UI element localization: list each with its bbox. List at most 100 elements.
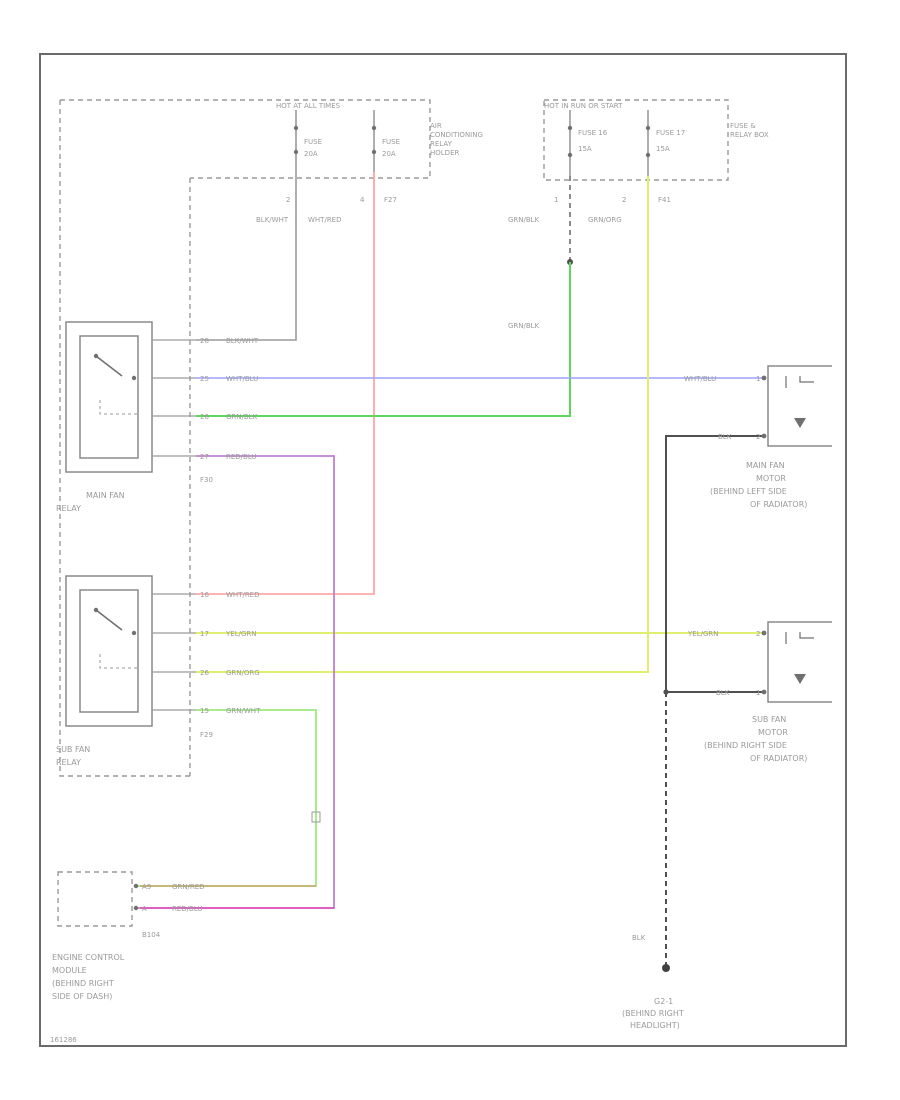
fuse-a-label: FUSE: [304, 138, 322, 146]
main-relay-connector-f30: F30: [200, 476, 213, 484]
ac-holder-line2: CONDITIONING: [430, 131, 483, 139]
main-relay-pin-25: 25: [200, 375, 209, 383]
main-relay-outline: [65, 321, 153, 473]
fuse-b-rating: 20A: [382, 150, 396, 158]
sub-motor-terminal-2: [761, 630, 767, 636]
sub-motor-pin-1: 1: [756, 689, 760, 697]
fuse-17-terminal-top: [645, 125, 651, 131]
conn-f41: F41: [658, 196, 671, 204]
wire-label-grn-org: GRN/ORG: [588, 216, 622, 224]
ac-holder-line4: HOLDER: [430, 149, 459, 157]
main-relay-pin-27: 27: [200, 453, 209, 461]
main-motor-wire-blk: BLK: [718, 433, 732, 441]
sub-relay-pin-15: 15: [200, 707, 209, 715]
main-motor-wire-wht-blu: WHT/BLU: [684, 375, 716, 383]
sub-relay-wire-16: WHT/RED: [226, 591, 260, 599]
main-relay-switch-contact: [131, 375, 137, 381]
wire-wht-red: [196, 172, 375, 595]
ecm-name-line4: SIDE OF DASH): [52, 992, 112, 1001]
main-relay-switch: [95, 355, 123, 377]
pin-2b: 2: [622, 196, 626, 204]
ecm-wire-red-blu: RED/BLU: [172, 905, 203, 913]
pin-4a: 4: [360, 196, 365, 204]
wire-red-blu: [136, 455, 335, 909]
ecm-name-line2: MODULE: [52, 966, 87, 975]
main-relay-coil-link: [99, 400, 138, 415]
main-fan-relay: 28 BLK/WHT 25 WHT/BLU 26 GRN/BLK 27 RED/…: [56, 321, 259, 513]
ecm-outline: [57, 871, 133, 927]
ac-holder-line1: AIR: [430, 122, 442, 130]
fuse-17-terminal-bottom: [645, 152, 651, 158]
fuse-a-rating: 20A: [304, 150, 318, 158]
fuse-relay-box: HOT IN RUN OR START FUSE & RELAY BOX FUS…: [508, 99, 769, 330]
fuse-relay-box-line2: RELAY BOX: [730, 131, 769, 139]
main-motor-terminal-1: [761, 375, 767, 381]
wire-label-wht-red: WHT/RED: [308, 216, 342, 224]
main-relay-pin-28: 28: [200, 337, 209, 345]
main-relay-wire-26: GRN/BLK: [226, 413, 258, 421]
wire-label-grn-blk: GRN/BLK: [508, 216, 540, 224]
main-motor-pin-2: 2: [756, 433, 760, 441]
fuse-a-terminal-top: [293, 125, 299, 131]
sub-motor-name-line2: MOTOR: [758, 728, 788, 737]
wire-label-grn-blk-splice: GRN/BLK: [508, 322, 540, 330]
main-motor-name-line2: MOTOR: [756, 474, 786, 483]
hot-in-run-label: HOT IN RUN OR START: [544, 102, 623, 110]
main-relay-inner: [79, 335, 139, 459]
main-relay-switch-pivot: [93, 353, 99, 359]
ground-point: [662, 964, 670, 972]
main-motor-terminal-2: [761, 433, 767, 439]
ecm-terminal-a9: [133, 883, 139, 889]
wire-grn-blk: [196, 262, 571, 417]
sub-fan-motor: YEL/GRN 2 BLK 1 SUB FAN MOTOR (BEHIND RI…: [687, 621, 832, 763]
main-fan-motor: WHT/BLU 1 BLK 2 MAIN FAN MOTOR (BEHIND L…: [684, 365, 832, 509]
main-motor-body: [767, 365, 832, 447]
main-relay-name-line2: RELAY: [56, 504, 81, 513]
fuse-16-rating: 15A: [578, 145, 592, 153]
main-motor-name-line4: OF RADIATOR): [750, 500, 807, 509]
main-motor-pin-1: 1: [756, 375, 760, 383]
fuse-17-rating: 15A: [656, 145, 670, 153]
ecm-pin-a: A: [142, 905, 147, 913]
sub-motor-body: [767, 621, 832, 703]
main-motor-name-line3: (BEHIND LEFT SIDE: [710, 487, 787, 496]
main-relay-wire-27: RED/BLU: [226, 453, 257, 461]
ecm-pin-a9: A9: [142, 883, 151, 891]
wire-connector-mark: [311, 811, 321, 823]
sub-relay-pin-16: 16: [200, 591, 209, 599]
sub-relay-wire-26: GRN/ORG: [226, 669, 260, 677]
fuse-16-terminal-bottom: [567, 152, 573, 158]
figure-id: 161286: [50, 1036, 77, 1044]
fuse-b-terminal-bottom: [371, 149, 377, 155]
sub-relay-name-line2: RELAY: [56, 758, 81, 767]
hot-at-all-times-label: HOT AT ALL TIMES: [276, 102, 341, 110]
sub-relay-wire-15: GRN/WHT: [226, 707, 261, 715]
wire-label-blk-wht: BLK/WHT: [256, 216, 289, 224]
main-relay-wire-28: BLK/WHT: [226, 337, 259, 345]
ground-name-line3: HEADLIGHT): [630, 1021, 680, 1030]
main-relay-pin-26: 26: [200, 413, 209, 421]
hot-at-all-times-box: [60, 99, 431, 179]
ac-relay-holder: HOT AT ALL TIMES AIR CONDITIONING RELAY …: [60, 99, 483, 224]
wire-blk-wht: [196, 172, 297, 341]
sub-relay-name-line1: SUB FAN: [56, 745, 90, 754]
sub-motor-symbol: [794, 674, 806, 684]
ground-name-line2: (BEHIND RIGHT: [622, 1009, 684, 1018]
sub-relay-connector-f29: F29: [200, 731, 213, 739]
relay-box-outline-left: [59, 100, 190, 777]
ac-holder-line3: RELAY: [430, 140, 453, 148]
sub-relay-inner: [79, 589, 139, 713]
wires: [136, 172, 764, 972]
sub-motor-terminal-1: [761, 689, 767, 695]
main-motor-name-line1: MAIN FAN: [746, 461, 785, 470]
main-motor-symbol-top: [785, 376, 814, 388]
main-motor-symbol: [794, 418, 806, 428]
hot-in-run-box: [543, 99, 729, 181]
sub-relay-coil-link: [99, 654, 138, 669]
ecm-name-line3: (BEHIND RIGHT: [52, 979, 114, 988]
wire-grn-wht: [136, 709, 317, 887]
sub-relay-wire-17: YEL/GRN: [225, 630, 256, 638]
sub-relay-pin-17: 17: [200, 630, 209, 638]
sub-relay-switch-contact: [131, 630, 137, 636]
